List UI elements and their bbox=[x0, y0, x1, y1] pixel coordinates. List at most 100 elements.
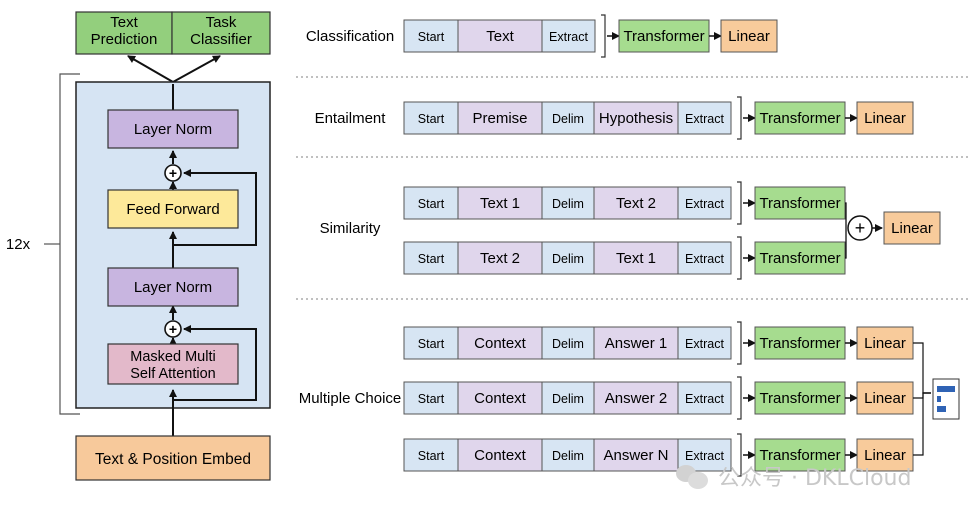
token-label: Start bbox=[418, 112, 445, 126]
residual-path-lower bbox=[173, 325, 257, 401]
row-bracket bbox=[601, 14, 606, 58]
token-extract bbox=[677, 381, 732, 415]
transformer-label: Transformer bbox=[759, 335, 840, 352]
token-text-2 bbox=[593, 186, 679, 220]
token-label: Extract bbox=[685, 252, 724, 266]
token-start bbox=[403, 438, 459, 472]
add-icon-lower bbox=[164, 320, 182, 338]
softmax-icon bbox=[932, 378, 960, 420]
token-label: Delim bbox=[552, 197, 584, 211]
choice-path bbox=[913, 342, 931, 394]
token-extract bbox=[541, 19, 596, 53]
token-label: Start bbox=[418, 197, 445, 211]
token-start bbox=[403, 241, 459, 275]
linear-box bbox=[720, 19, 778, 53]
token-label: Extract bbox=[685, 337, 724, 351]
transformer-label: Transformer bbox=[759, 250, 840, 267]
softmax-bar bbox=[937, 396, 941, 402]
token-label: Extract bbox=[685, 112, 724, 126]
token-label: Text 1 bbox=[480, 195, 520, 212]
token-label: Context bbox=[474, 390, 527, 407]
linear-box bbox=[856, 381, 914, 415]
transformer-label: Transformer bbox=[623, 28, 704, 45]
row-bracket bbox=[737, 96, 742, 140]
token-label: Start bbox=[418, 337, 445, 351]
token-label: Start bbox=[418, 449, 445, 463]
token-label: Start bbox=[418, 252, 445, 266]
linear-label: Linear bbox=[728, 28, 770, 45]
token-label: Extract bbox=[685, 449, 724, 463]
transformer-box bbox=[754, 381, 846, 415]
token-label: Text 2 bbox=[480, 250, 520, 267]
token-delim bbox=[541, 186, 595, 220]
token-label: Text bbox=[486, 28, 514, 45]
token-label: Delim bbox=[552, 252, 584, 266]
token-text-1 bbox=[457, 186, 543, 220]
layer-norm-top-label: Layer Norm bbox=[134, 121, 212, 138]
linear-box bbox=[856, 101, 914, 135]
linear-label: Linear bbox=[864, 390, 906, 407]
transformer-box bbox=[754, 241, 846, 275]
wechat-icon bbox=[676, 462, 710, 490]
task-classifier-head bbox=[171, 11, 271, 55]
text-prediction-head bbox=[75, 11, 173, 55]
task-label-classification: Classification bbox=[306, 28, 394, 45]
layer-norm-bottom-label: Layer Norm bbox=[134, 279, 212, 296]
token-label: Text 2 bbox=[616, 195, 656, 212]
token-label: Delim bbox=[552, 392, 584, 406]
row-bracket bbox=[737, 181, 742, 225]
row-bracket bbox=[737, 376, 742, 420]
repeat-label: 12x bbox=[6, 236, 31, 253]
token-label: Answer 1 bbox=[605, 335, 668, 352]
linear-box bbox=[856, 438, 914, 472]
linear-label-combined: Linear bbox=[891, 220, 933, 237]
text-position-embed-label: Text & Position Embed bbox=[95, 451, 251, 468]
merge-path bbox=[845, 202, 847, 228]
feed-forward-layer bbox=[107, 189, 239, 229]
add-symbol-similarity: + bbox=[855, 218, 866, 238]
text-position-embed bbox=[75, 435, 271, 481]
row-bracket bbox=[737, 433, 742, 477]
task-label-entailment: Entailment bbox=[315, 110, 387, 127]
transformer-label: Transformer bbox=[759, 110, 840, 127]
choice-path bbox=[913, 392, 931, 399]
token-text-2 bbox=[457, 241, 543, 275]
token-delim bbox=[541, 326, 595, 360]
token-label: Extract bbox=[549, 30, 588, 44]
token-start bbox=[403, 381, 459, 415]
token-label: Start bbox=[418, 30, 445, 44]
add-symbol-upper: + bbox=[169, 165, 177, 181]
arrow-to-text-prediction bbox=[127, 55, 174, 83]
row-bracket bbox=[737, 236, 742, 280]
token-context bbox=[457, 381, 543, 415]
token-label: Start bbox=[418, 392, 445, 406]
token-start bbox=[403, 186, 459, 220]
token-delim bbox=[541, 241, 595, 275]
token-answer-2 bbox=[593, 381, 679, 415]
token-label: Hypothesis bbox=[599, 110, 673, 127]
token-delim bbox=[541, 438, 595, 472]
transformer-box bbox=[754, 101, 846, 135]
token-extract bbox=[677, 241, 732, 275]
add-icon-upper bbox=[164, 164, 182, 182]
transformer-label: Transformer bbox=[759, 195, 840, 212]
transformer-box bbox=[754, 438, 846, 472]
feed-forward-label: Feed Forward bbox=[126, 201, 219, 218]
softmax-bar bbox=[937, 386, 955, 392]
token-delim bbox=[541, 381, 595, 415]
transformer-label: Transformer bbox=[759, 390, 840, 407]
linear-label: Linear bbox=[864, 335, 906, 352]
token-label: Context bbox=[474, 335, 527, 352]
token-label: Extract bbox=[685, 197, 724, 211]
transformer-label: Transformer bbox=[759, 447, 840, 464]
layer-norm-top bbox=[107, 109, 239, 149]
token-context bbox=[457, 326, 543, 360]
token-label: Delim bbox=[552, 112, 584, 126]
linear-label: Linear bbox=[864, 447, 906, 464]
masked-self-attention-layer bbox=[107, 343, 239, 385]
token-label: Extract bbox=[685, 392, 724, 406]
